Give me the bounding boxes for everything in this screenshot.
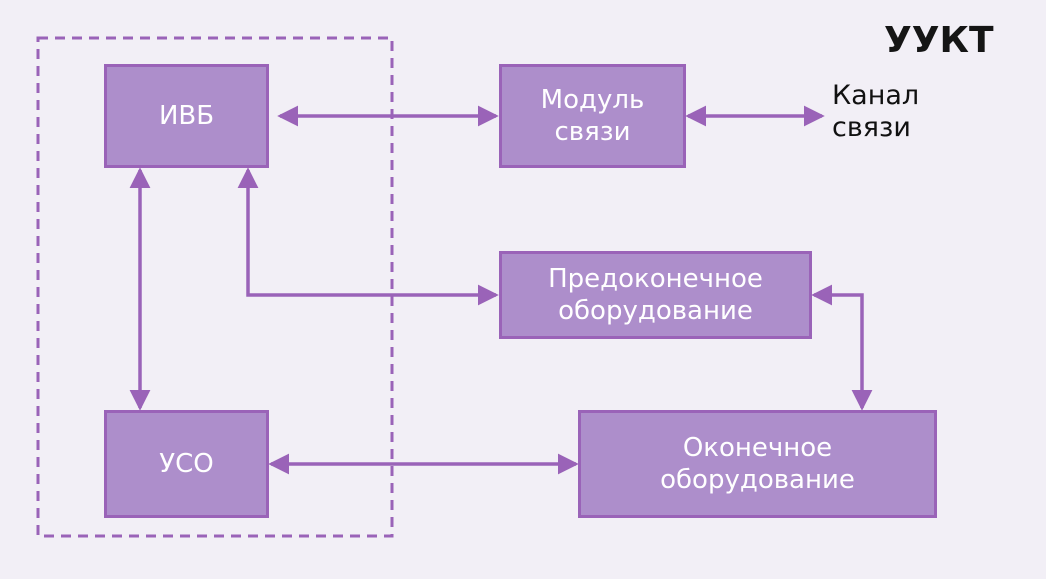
node-uso: УСО — [104, 410, 269, 518]
external-channel-label: Канал связи — [832, 80, 920, 143]
node-ivb: ИВБ — [104, 64, 269, 168]
arrow-pre-terminal-terminal — [811, 284, 873, 411]
diagram-title: УУКТ — [884, 20, 994, 61]
node-comm-module: Модуль связи — [499, 64, 686, 168]
arrow-ivb-pre-terminal — [237, 167, 499, 306]
node-pre-terminal-equipment: Предоконечное оборудование — [499, 251, 812, 339]
node-terminal-equipment: Оконечное оборудование — [578, 410, 937, 518]
